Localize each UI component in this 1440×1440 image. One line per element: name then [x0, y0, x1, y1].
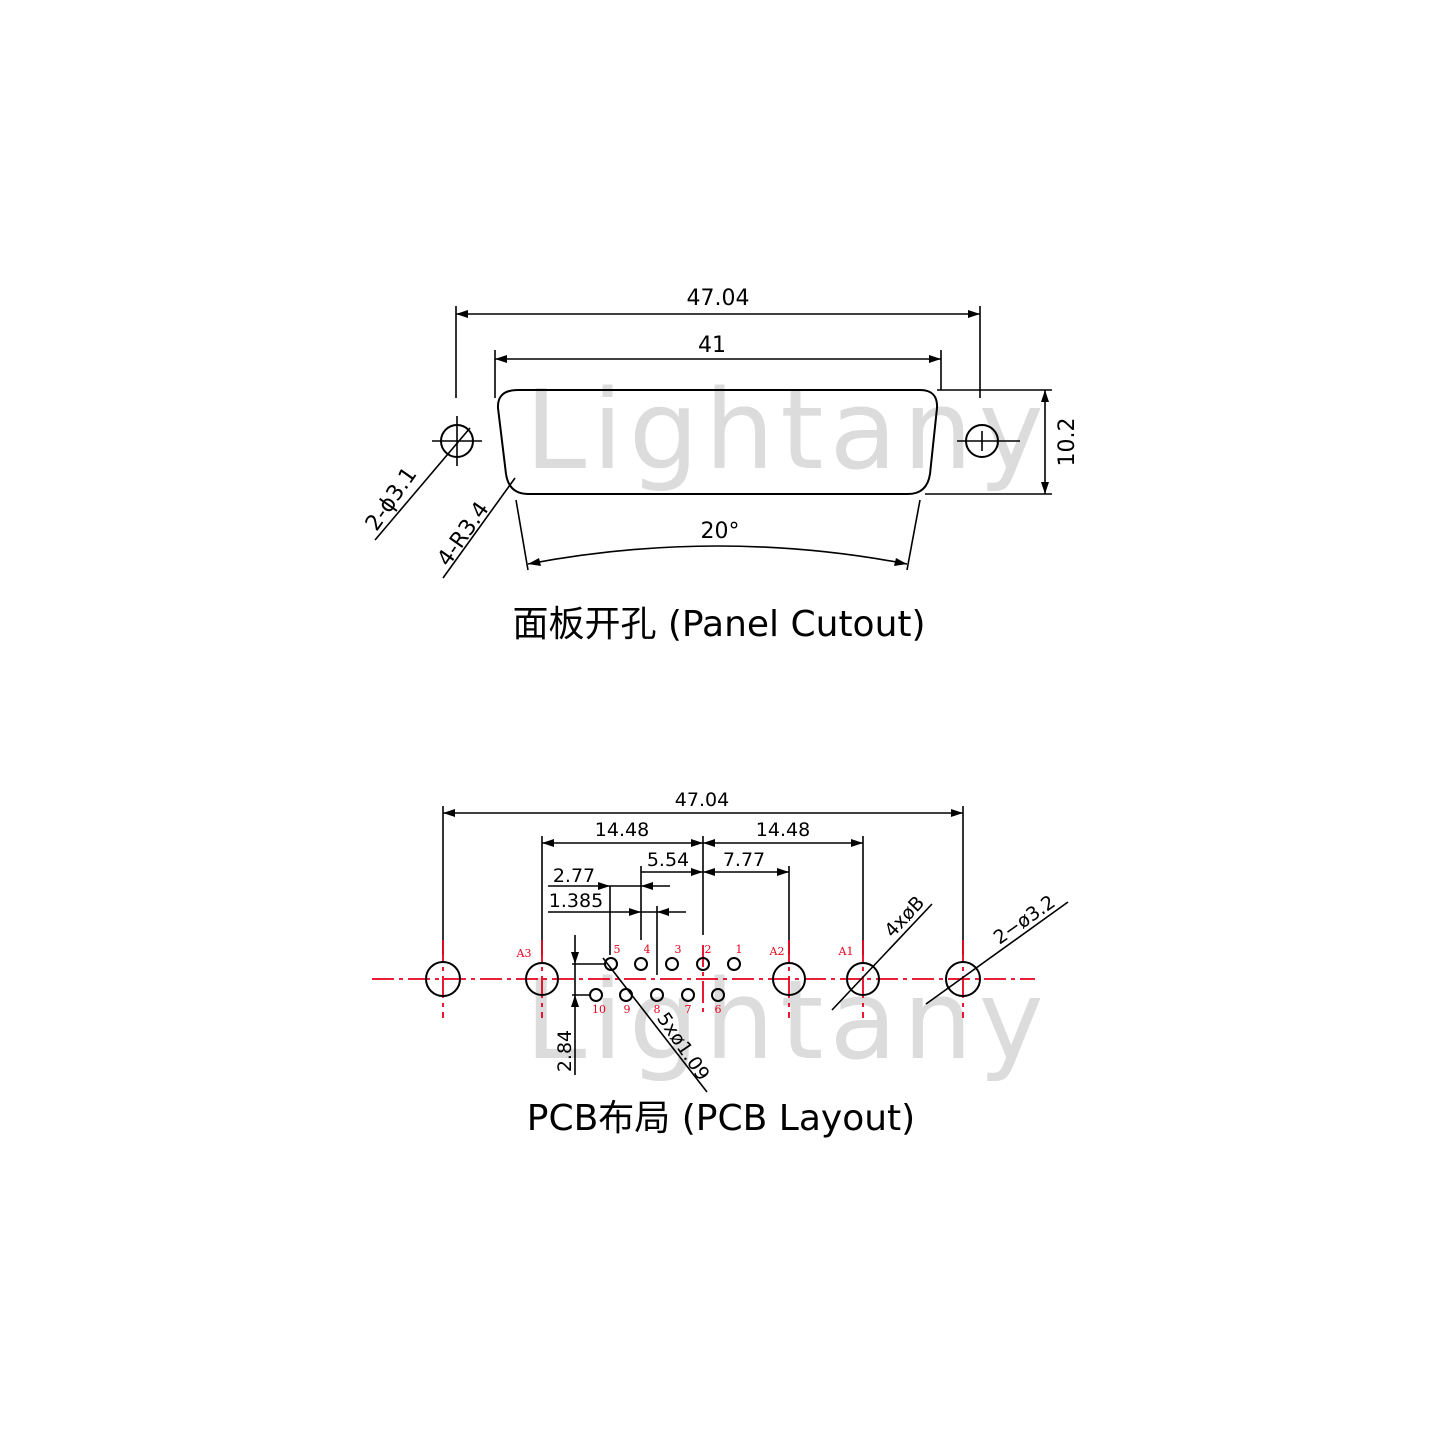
leader-coax-holes	[831, 903, 933, 1011]
pin-label-a3: A3	[516, 947, 532, 960]
d-sub-cutout-outline	[496, 389, 939, 495]
coax-hole-a2	[772, 962, 806, 996]
pin-label-5: 5	[614, 943, 621, 956]
pin-label-4: 4	[644, 943, 651, 956]
panel-cutout-title: 面板开孔 (Panel Cutout)	[512, 604, 925, 645]
arrow	[968, 310, 980, 318]
pin-label-a2: A2	[769, 945, 785, 958]
pin-label-8: 8	[654, 1003, 661, 1016]
arrow	[571, 952, 579, 964]
leader-mount-holes	[925, 901, 1069, 1005]
dim-1-385: 1.385	[549, 890, 603, 912]
pin-hole-7	[681, 988, 695, 1002]
pin-hole-1	[727, 957, 741, 971]
angle-ext-line	[906, 499, 921, 571]
arrow	[703, 839, 715, 847]
pin-label-7: 7	[685, 1003, 692, 1016]
pcb-layout: Lightany 47.04 14.48 14.48	[372, 789, 1069, 1139]
label-mount-holes: 2−ø3.2	[990, 891, 1060, 949]
pin-label-3: 3	[675, 943, 682, 956]
mount-hole-left	[425, 961, 461, 997]
leader-mount-hole	[374, 427, 471, 541]
dim-2-77: 2.77	[553, 865, 595, 887]
dim-overall-width: 47.04	[675, 789, 729, 811]
label-mount-holes: 2-ϕ3.1	[361, 463, 422, 536]
arrow	[703, 868, 715, 876]
arrow	[542, 839, 554, 847]
dim-left-half: 14.48	[595, 819, 649, 841]
dim-5-54: 5.54	[647, 849, 689, 871]
mount-hole-right	[945, 961, 981, 997]
arrow	[691, 839, 703, 847]
arrow	[851, 839, 863, 847]
arrow	[951, 809, 963, 817]
pin-hole-2	[696, 957, 710, 971]
pin-label-a1: A1	[838, 945, 854, 958]
arrow	[929, 355, 941, 363]
coax-hole-a1	[846, 962, 880, 996]
arrow	[641, 882, 653, 890]
leader-corner-radius	[442, 477, 516, 579]
pin-label-2: 2	[705, 943, 712, 956]
watermark-top: Lightany	[525, 366, 1050, 494]
watermark-bottom: Lightany	[525, 956, 1050, 1084]
arrow	[456, 310, 468, 318]
arrow	[528, 558, 541, 566]
leader-pin-holes	[602, 957, 708, 1093]
arrow	[777, 868, 789, 876]
coax-hole-a3	[525, 962, 559, 996]
dim-row-pitch: 2.84	[554, 1030, 576, 1072]
pin-hole-3	[665, 957, 679, 971]
angle-arc	[527, 545, 908, 565]
panel-cutout: Lightany 47.04 41 10.2 2-ϕ3.	[361, 286, 1080, 645]
pin-label-1: 1	[736, 943, 743, 956]
pin-label-9: 9	[624, 1003, 631, 1016]
arrow	[629, 908, 641, 916]
arrow	[571, 995, 579, 1007]
arrow	[1041, 482, 1049, 494]
dim-angle: 20°	[701, 519, 740, 544]
pin-label-10: 10	[592, 1003, 606, 1016]
label-corner-radius: 4-R3.4	[433, 498, 495, 571]
pin-hole-6	[711, 988, 725, 1002]
dim-right-half: 14.48	[756, 819, 810, 841]
arrow	[657, 908, 669, 916]
pin-label-6: 6	[715, 1003, 722, 1016]
arrow	[495, 355, 507, 363]
dim-7-77: 7.77	[723, 849, 765, 871]
arrow	[1041, 390, 1049, 402]
arrow	[894, 558, 907, 566]
dim-overall-width: 47.04	[687, 286, 750, 311]
arrow	[598, 882, 610, 890]
pin-hole-4	[634, 957, 648, 971]
pin-hole-8	[650, 988, 664, 1002]
label-coax-holes: 4xøB	[880, 892, 929, 942]
arrow	[443, 809, 455, 817]
pcb-layout-title: PCB布局 (PCB Layout)	[527, 1098, 915, 1139]
dim-shell-width: 41	[698, 333, 726, 358]
arrow	[691, 868, 703, 876]
dim-height: 10.2	[1055, 418, 1080, 467]
angle-ext-line	[515, 499, 529, 571]
